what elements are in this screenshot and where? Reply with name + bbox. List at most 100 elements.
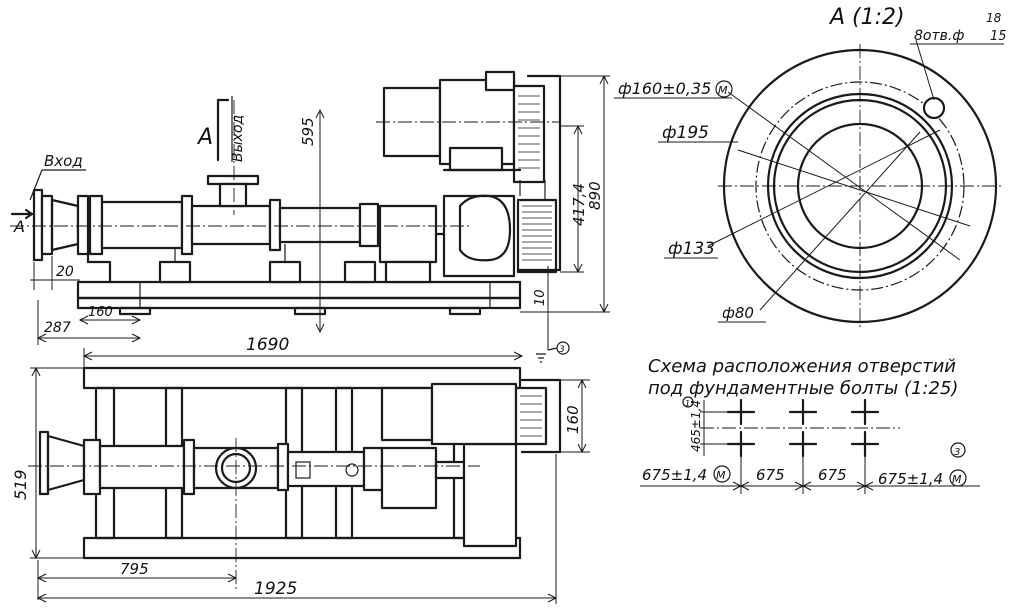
d160-mark: М <box>718 84 728 97</box>
dim-1690-arrows <box>82 351 524 361</box>
bolt-scheme: Схема расположения отверстий под фундаме… <box>640 356 980 494</box>
bearing-plan <box>286 450 366 488</box>
d195-leader <box>737 149 971 227</box>
d133-text: ф133 <box>668 239 715 259</box>
dim-795-arrows <box>36 573 238 583</box>
view-arrow <box>10 208 34 220</box>
dim-519-arrows <box>31 366 41 560</box>
gearbox-plan <box>462 442 518 548</box>
motor-body-plan <box>430 382 518 446</box>
d80-leader <box>759 131 921 311</box>
motor-pulley-grooves <box>518 95 540 169</box>
inlet-cone-plan <box>46 434 86 492</box>
dim-287-text: 287 <box>44 320 71 336</box>
motor-pulley-plan-grooves <box>520 395 542 437</box>
inlet-collar-2 <box>88 194 104 256</box>
marker-3-scheme-text: 3 <box>954 447 960 458</box>
dim-160-arrows <box>78 315 142 325</box>
section-a-label: А <box>196 125 213 150</box>
marker-1-text: 1 <box>685 399 690 408</box>
marker-3-scheme <box>950 442 966 458</box>
coupling-stand <box>384 260 432 284</box>
support <box>158 260 192 284</box>
base-rail-lower <box>76 296 522 310</box>
dim-vert-text: 465±1,4 <box>689 400 703 452</box>
marker-1 <box>682 396 694 408</box>
holes-leader <box>915 39 935 101</box>
bolt-scheme-title-1: Схема расположения отверстий <box>648 356 956 377</box>
dim-795-text: 795 <box>120 560 149 578</box>
dim-287-arrows <box>36 333 142 343</box>
belt-guard-frame <box>442 194 516 278</box>
shaft-seal <box>358 202 380 248</box>
dim-595-text: 595 <box>299 117 317 146</box>
inspection-port <box>295 461 311 479</box>
dim-left-mark-circle <box>713 465 731 483</box>
inlet-flange-hub <box>40 194 54 256</box>
dim-160-plan-text: 160 <box>564 405 582 434</box>
dim-left-text: 675±1,4 <box>642 466 707 484</box>
outlet-flange <box>206 174 260 186</box>
pulley-grooves <box>522 205 552 261</box>
inlet-collar <box>76 194 90 256</box>
support <box>343 260 377 284</box>
dim-160-text: 160 <box>88 305 113 320</box>
dim-h-arrows <box>732 481 874 491</box>
dim-417-arrows <box>573 124 583 274</box>
clamp-plan <box>182 438 196 496</box>
marker-3-text: 3 <box>559 345 565 355</box>
inlet-flange <box>32 188 44 262</box>
dim-20-text: 20 <box>56 264 74 280</box>
foot <box>118 306 152 316</box>
dim-595-arrows <box>315 108 325 334</box>
dim-right-text: 675±1,4 <box>878 470 943 488</box>
side-view: А Выход Вход А 595 417,4 890 20 287 <box>10 70 610 363</box>
motor-pulley-plan <box>514 386 548 446</box>
clamp-plan-2 <box>276 442 290 492</box>
dim-160-plan-arrows <box>577 378 587 454</box>
dim-mid1-text: 675 <box>756 466 785 484</box>
section-a-title: А (1:2) <box>828 5 905 30</box>
marker-leader <box>547 347 558 351</box>
collar-plan <box>82 438 102 496</box>
plan-frame-bottom <box>82 536 522 560</box>
input-label: Вход <box>44 152 83 170</box>
bolt-hole-mark <box>850 430 880 458</box>
support <box>268 260 302 284</box>
ground-symbol <box>536 353 546 363</box>
holes-note: 8отв.ф <box>914 28 964 44</box>
d80-text: ф80 <box>722 304 754 322</box>
support <box>86 252 112 284</box>
dim-519-text: 519 <box>11 469 30 500</box>
bolt-hole-mark <box>788 398 818 426</box>
dim-right-mark-circle <box>949 469 967 487</box>
dim-left-mark: М <box>716 469 726 482</box>
d195-text: ф195 <box>662 123 709 143</box>
bolt-scheme-title-2: под фундаментные болты (1:25) <box>648 378 958 399</box>
dim-1925-text: 1925 <box>254 579 297 599</box>
d160-leader <box>727 91 961 261</box>
input-leader-2 <box>29 169 43 201</box>
pump-barrel <box>100 200 184 250</box>
barrel-clamp <box>180 194 194 256</box>
bolt-hole-mark <box>726 398 756 426</box>
barrel-plan <box>98 444 186 490</box>
coupling-housing <box>378 204 438 264</box>
dim-10-text: 10 <box>533 289 548 306</box>
inlet-flange-plan <box>38 430 50 496</box>
body-clamp <box>268 198 282 252</box>
bolt-hole-mark <box>726 430 756 458</box>
foot <box>293 306 327 316</box>
motor-pulley <box>512 84 546 184</box>
dim-1690-text: 1690 <box>246 335 289 355</box>
d160-text: ф160±0,35 <box>618 79 711 98</box>
outlet-neck <box>218 182 248 208</box>
motor-terminal-box <box>484 70 516 92</box>
base-rail-upper <box>76 280 522 300</box>
dim-right-mark: М <box>952 473 962 486</box>
shaft-plan <box>434 460 466 480</box>
output-label: Выход <box>230 115 246 162</box>
dim-417-text: 417,4 <box>570 183 588 226</box>
